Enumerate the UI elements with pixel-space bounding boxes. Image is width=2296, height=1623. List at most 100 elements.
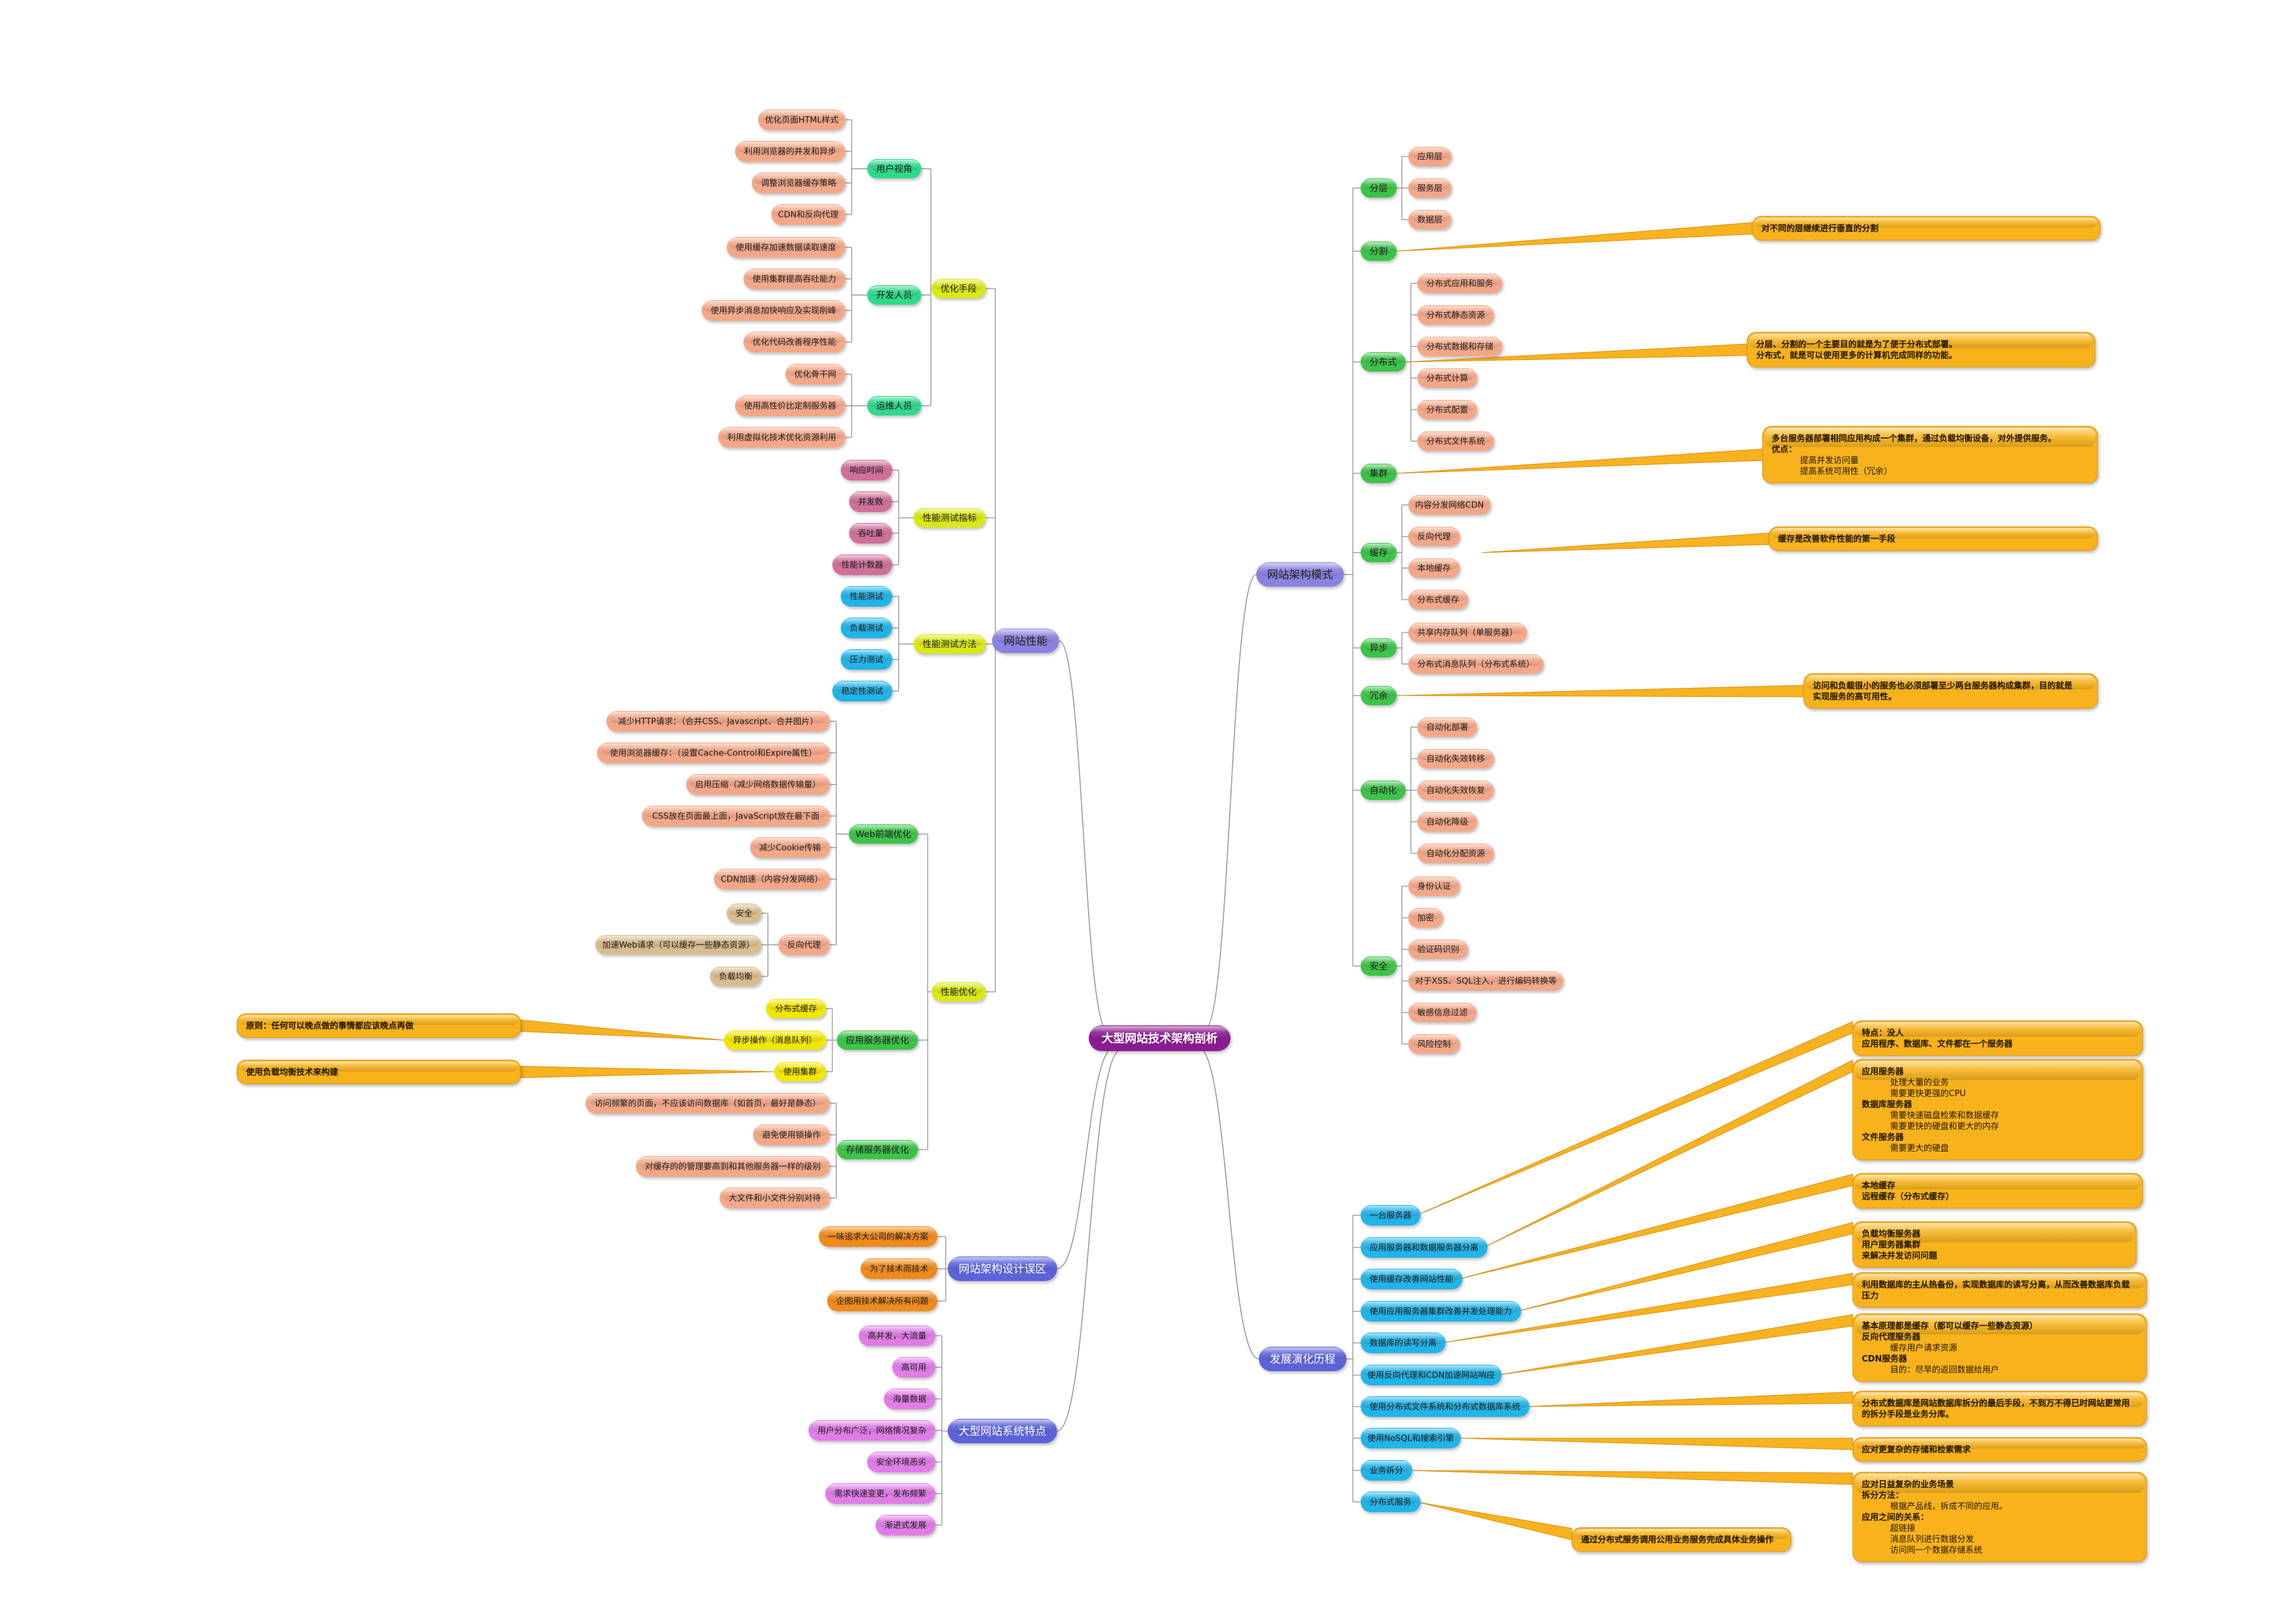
node-gloss <box>751 838 828 849</box>
node-label: 使用浏览器缓存：（设置Cache-Control和Expire属性） <box>610 748 817 759</box>
storage-items-item: 大文件和小文件分别对待 <box>720 1188 830 1208</box>
node-label: 为了技术而技术 <box>870 1265 928 1275</box>
node-label: 使用NoSQL和搜索引擎 <box>1367 1434 1453 1444</box>
node-gloss <box>754 1125 828 1137</box>
node-gloss <box>1362 639 1395 650</box>
node-label: 网站架构设计误区 <box>959 1263 1046 1276</box>
proxy-item: 加速Web请求（可以缓存一些静态资源） <box>595 935 761 954</box>
node-label: 稳定性测试 <box>841 687 883 697</box>
evolution-note-pointer <box>1416 1501 1573 1541</box>
node-label: 使用缓存改善网站性能 <box>1370 1275 1453 1285</box>
node-gloss <box>862 1259 936 1271</box>
storage-items-item: 访问频繁的页面，不应该访问数据库（如首页，最好是静态） <box>586 1093 830 1114</box>
node-label: 应用服务器优化 <box>846 1035 909 1046</box>
distributed-items-item: 分布式静态资源 <box>1417 305 1494 325</box>
callout-line: 提高并发访问量 <box>1800 455 1859 466</box>
callout-notes: 原则：任何可以晚点做的事情都应该晚点再做使用负载均衡技术来构建对不同的层继续进行… <box>236 216 2147 1562</box>
callout-line: 应对日益复杂的业务场景 <box>1862 1479 1954 1490</box>
callout-gloss <box>1855 1315 2145 1334</box>
node-label: 优化代码改善程序性能 <box>752 337 836 348</box>
storage-items-item: 对缓存的的管理要高到和其他服务器一样的级别 <box>636 1156 830 1177</box>
node-label: 负载均衡 <box>719 973 752 982</box>
node-label: 响应时间 <box>850 466 883 476</box>
node-label: 渐进式发展 <box>885 1521 926 1531</box>
node-label: 海量数据 <box>893 1395 926 1405</box>
node-gloss <box>868 160 920 171</box>
node-gloss <box>1419 718 1476 729</box>
node-label: 对缓存的的管理要高到和其他服务器一样的级别 <box>645 1162 821 1172</box>
callout-gloss <box>1855 1439 2145 1449</box>
node-gloss <box>1362 1428 1460 1440</box>
root-topic: 大型网站技术架构剖析 <box>1089 1025 1230 1051</box>
node-label: 减少HTTP请求：（合并CSS、Javascript、合并图片） <box>618 717 818 727</box>
layer-items-item: 应用层 <box>1408 147 1451 166</box>
link-root-patterns <box>1204 574 1257 1030</box>
node-label: 减少Cookie传输 <box>759 843 821 853</box>
callout-gloss <box>1749 334 2093 348</box>
node-gloss <box>1362 242 1395 253</box>
node-gloss <box>1410 972 1562 983</box>
web-frontend-item: 减少Cookie传输 <box>750 837 830 858</box>
node-gloss <box>933 983 984 994</box>
node-gloss <box>1410 877 1459 888</box>
node-gloss <box>1410 909 1442 920</box>
pattern-automation: 自动化 <box>1361 781 1406 800</box>
evolution-stage: 一台服务器 <box>1361 1205 1421 1226</box>
automation-items-item: 自动化部署 <box>1417 717 1477 737</box>
node-gloss <box>949 1257 1056 1271</box>
node-label: 吞吐量 <box>858 529 883 539</box>
security-items-item: 对于XSS、SQL注入，进行编码转换等 <box>1408 971 1564 991</box>
node-label: 敏感信息过滤 <box>1417 1008 1468 1018</box>
node-label: 分层 <box>1370 184 1388 194</box>
node-gloss <box>597 936 760 947</box>
node-label: 自动化降级 <box>1426 818 1468 828</box>
node-gloss <box>1362 687 1395 698</box>
automation-items-item: 自动化失效恢复 <box>1417 781 1494 800</box>
topic-developer: 开发人员 <box>867 285 921 305</box>
evolution-note: 分布式数据库是网站数据库拆分的最后手段，不到万不得已时网站更常用的拆分手段是业务… <box>1852 1390 2147 1427</box>
node-gloss <box>780 935 828 947</box>
node-gloss <box>587 1094 828 1105</box>
node-gloss <box>1410 1003 1475 1014</box>
callout-line: 特点：没人 <box>1862 1028 1904 1038</box>
node-gloss <box>1362 1365 1500 1377</box>
security-items-item: 身份认证 <box>1408 877 1460 896</box>
node-gloss <box>1410 496 1489 507</box>
node-label: 性能测试指标 <box>923 513 977 524</box>
node-gloss <box>637 1157 828 1168</box>
web-frontend-item: 启用压缩（减少网络数据传输量） <box>686 774 830 795</box>
cache-items-item: 反向代理 <box>1408 527 1460 546</box>
node-label: 异步操作（消息队列） <box>733 1036 817 1046</box>
node-gloss <box>1419 432 1493 443</box>
cache-note: 缓存是改善软件性能的第一手段 <box>1768 526 2098 551</box>
link-root-features <box>1057 1049 1122 1432</box>
node-gloss <box>1419 274 1501 285</box>
node-gloss <box>1410 591 1467 602</box>
security-items-item: 验证码识别 <box>1408 940 1468 959</box>
callout-line: 通过分布式服务调用公用业务服务完成具体业务操作 <box>1581 1535 1774 1545</box>
app-async-operation: 异步操作（消息队列） <box>724 1030 826 1050</box>
evolution-stage: 使用NoSQL和搜索引擎 <box>1361 1428 1461 1448</box>
node-label: 使用集群 <box>783 1067 817 1077</box>
callout-line: 远程缓存（分布式缓存） <box>1862 1191 1954 1202</box>
operations-items-item: 优化骨干网 <box>785 364 845 384</box>
node-gloss <box>1410 655 1542 666</box>
node-label: 分布式缓存 <box>1417 596 1459 605</box>
node-gloss <box>842 618 891 630</box>
app-use-cluster: 使用集群 <box>774 1062 826 1081</box>
node-label: 优化页面HTML样式 <box>765 116 838 126</box>
node-label: 自动化部署 <box>1426 723 1468 733</box>
callout-line: 需要更快的硬盘和更大的内存 <box>1890 1121 1999 1132</box>
security-items-item: 风险控制 <box>1408 1034 1460 1054</box>
node-gloss <box>877 1515 934 1527</box>
node-gloss <box>745 269 844 281</box>
distributed-items-item: 分布式应用和服务 <box>1417 274 1502 293</box>
node-gloss <box>759 110 844 122</box>
callout-line: 缓存是改善软件性能的第一手段 <box>1778 534 1895 544</box>
callout-line: 访问同一个数据存储系统 <box>1890 1546 1982 1555</box>
node-gloss <box>1419 781 1493 792</box>
topic-optimize: 优化手段 <box>932 279 986 298</box>
node-label: 应用层 <box>1417 152 1442 162</box>
callout-gloss <box>1754 218 2098 228</box>
